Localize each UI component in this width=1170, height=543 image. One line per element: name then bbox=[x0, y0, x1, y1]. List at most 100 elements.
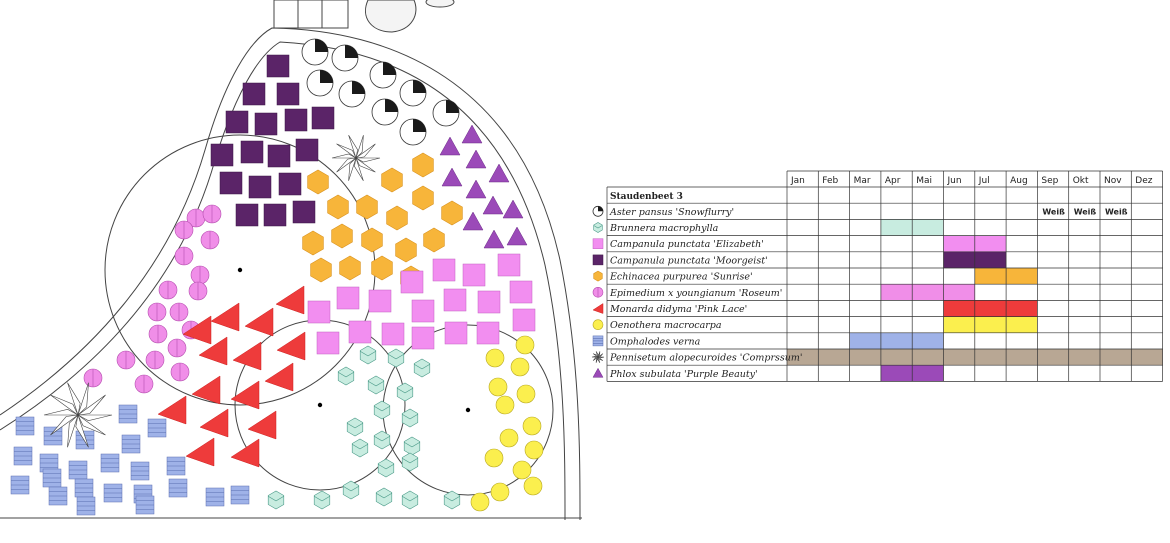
moorgeist-symbol bbox=[278, 172, 302, 196]
oenothera-symbol bbox=[499, 428, 519, 448]
monarda-symbol bbox=[199, 408, 229, 438]
bloom-color-label: Weiß bbox=[1074, 207, 1097, 216]
bloom-cell bbox=[1006, 300, 1038, 317]
brunnera-symbol bbox=[367, 375, 385, 395]
bloom-cell bbox=[880, 284, 913, 301]
aster-symbol bbox=[338, 80, 366, 108]
aster-symbol bbox=[369, 61, 397, 89]
oenothera-icon bbox=[592, 319, 604, 330]
epimedium-symbol bbox=[169, 302, 189, 322]
echinacea-symbol bbox=[381, 167, 403, 193]
bloom-cell bbox=[943, 235, 975, 252]
month-label: Dez bbox=[1135, 176, 1152, 186]
tree-trunk-3 bbox=[465, 407, 471, 413]
omphalodes-symbol bbox=[48, 486, 68, 506]
moorgeist-symbol bbox=[219, 171, 243, 195]
echinacea-symbol bbox=[412, 185, 434, 211]
bed-border-outer bbox=[0, 27, 581, 521]
elizabeth-symbol bbox=[368, 289, 392, 313]
bloom-cell bbox=[912, 332, 944, 349]
bloom-cell bbox=[880, 219, 913, 236]
oenothera-symbol bbox=[510, 357, 530, 377]
epimedium-symbol bbox=[158, 280, 178, 300]
monarda-symbol bbox=[185, 437, 215, 467]
brunnera-icon bbox=[593, 222, 603, 233]
brunnera-symbol bbox=[373, 430, 391, 450]
phlox-symbol bbox=[462, 211, 484, 231]
phlox-symbol bbox=[439, 136, 461, 156]
monarda-symbol bbox=[244, 307, 274, 337]
epimedium-symbol bbox=[134, 374, 154, 394]
echinacea-symbol bbox=[339, 255, 361, 281]
brunnera-symbol bbox=[346, 417, 364, 437]
elizabeth-symbol bbox=[476, 321, 500, 345]
omphalodes-symbol bbox=[10, 475, 30, 495]
phlox-icon bbox=[592, 367, 604, 378]
plant-name: Oenothera macrocarpa bbox=[610, 320, 722, 331]
brunnera-symbol bbox=[403, 436, 421, 456]
omphalodes-symbol bbox=[230, 485, 250, 505]
monarda-symbol bbox=[230, 380, 260, 410]
elizabeth-symbol bbox=[509, 280, 533, 304]
bloom-color-label: Weiß bbox=[1042, 207, 1065, 216]
garden-bed-plan bbox=[0, 0, 582, 521]
echinacea-symbol bbox=[386, 205, 408, 231]
omphalodes-symbol bbox=[68, 460, 88, 480]
month-label: Nov bbox=[1104, 176, 1122, 186]
brunnera-symbol bbox=[387, 348, 405, 368]
echinacea-symbol bbox=[361, 227, 383, 253]
plant-name: Aster pansus 'Snowflurry' bbox=[609, 207, 734, 218]
bloom-cell bbox=[849, 332, 881, 349]
echinacea-symbol bbox=[412, 152, 434, 178]
oenothera-symbol bbox=[490, 482, 510, 502]
epimedium-symbol bbox=[147, 302, 167, 322]
omphalodes-symbol bbox=[130, 461, 150, 481]
path-slab-1 bbox=[273, 0, 299, 29]
monarda-icon bbox=[592, 303, 604, 314]
monarda-symbol bbox=[264, 362, 294, 392]
calendar-title: Staudenbeet 3 bbox=[610, 192, 683, 202]
epimedium-symbol bbox=[174, 246, 194, 266]
omphalodes-symbol bbox=[43, 426, 63, 446]
epimedium-symbol bbox=[200, 230, 220, 250]
oenothera-symbol bbox=[522, 416, 542, 436]
brunnera-symbol bbox=[359, 345, 377, 365]
monarda-symbol bbox=[182, 315, 212, 345]
omphalodes-symbol bbox=[168, 478, 188, 498]
oenothera-symbol bbox=[515, 335, 535, 355]
brunnera-symbol bbox=[401, 408, 419, 428]
elizabeth-symbol bbox=[443, 288, 467, 312]
pennisetum-symbol bbox=[331, 135, 381, 181]
omphalodes-symbol bbox=[42, 468, 62, 488]
plant-name: Omphalodes verna bbox=[610, 336, 701, 347]
aster-icon bbox=[592, 205, 604, 217]
path-slab-3 bbox=[321, 0, 349, 29]
month-label: Jun bbox=[947, 176, 962, 186]
bloom-cell bbox=[974, 300, 1007, 317]
omphalodes-icon bbox=[592, 335, 604, 347]
moorgeist-symbol bbox=[284, 108, 308, 132]
echinacea-symbol bbox=[423, 227, 445, 253]
bloom-cell bbox=[880, 332, 913, 349]
echinacea-symbol bbox=[310, 257, 332, 283]
plant-name: Monarda didyma 'Pink Lace' bbox=[609, 304, 747, 315]
bloom-cell bbox=[880, 365, 913, 382]
bloom-cell bbox=[943, 251, 975, 268]
campanula-elizabeth-icon bbox=[592, 238, 604, 249]
tree-trunks bbox=[237, 267, 471, 413]
elizabeth-symbol bbox=[336, 286, 360, 310]
elizabeth-symbol bbox=[477, 290, 501, 314]
epimedium-symbol bbox=[83, 368, 103, 388]
phlox-symbol bbox=[502, 199, 524, 219]
omphalodes-symbol bbox=[76, 496, 96, 516]
aster-symbol bbox=[399, 118, 427, 146]
omphalodes-symbol bbox=[166, 456, 186, 476]
elizabeth-symbol bbox=[512, 308, 536, 332]
omphalodes-symbol bbox=[13, 446, 33, 466]
elizabeth-symbol bbox=[432, 258, 456, 282]
omphalodes-symbol bbox=[118, 404, 138, 424]
plant-name: Phlox subulata 'Purple Beauty' bbox=[609, 369, 758, 380]
phlox-symbol bbox=[465, 149, 487, 169]
oenothera-symbol bbox=[488, 377, 508, 397]
